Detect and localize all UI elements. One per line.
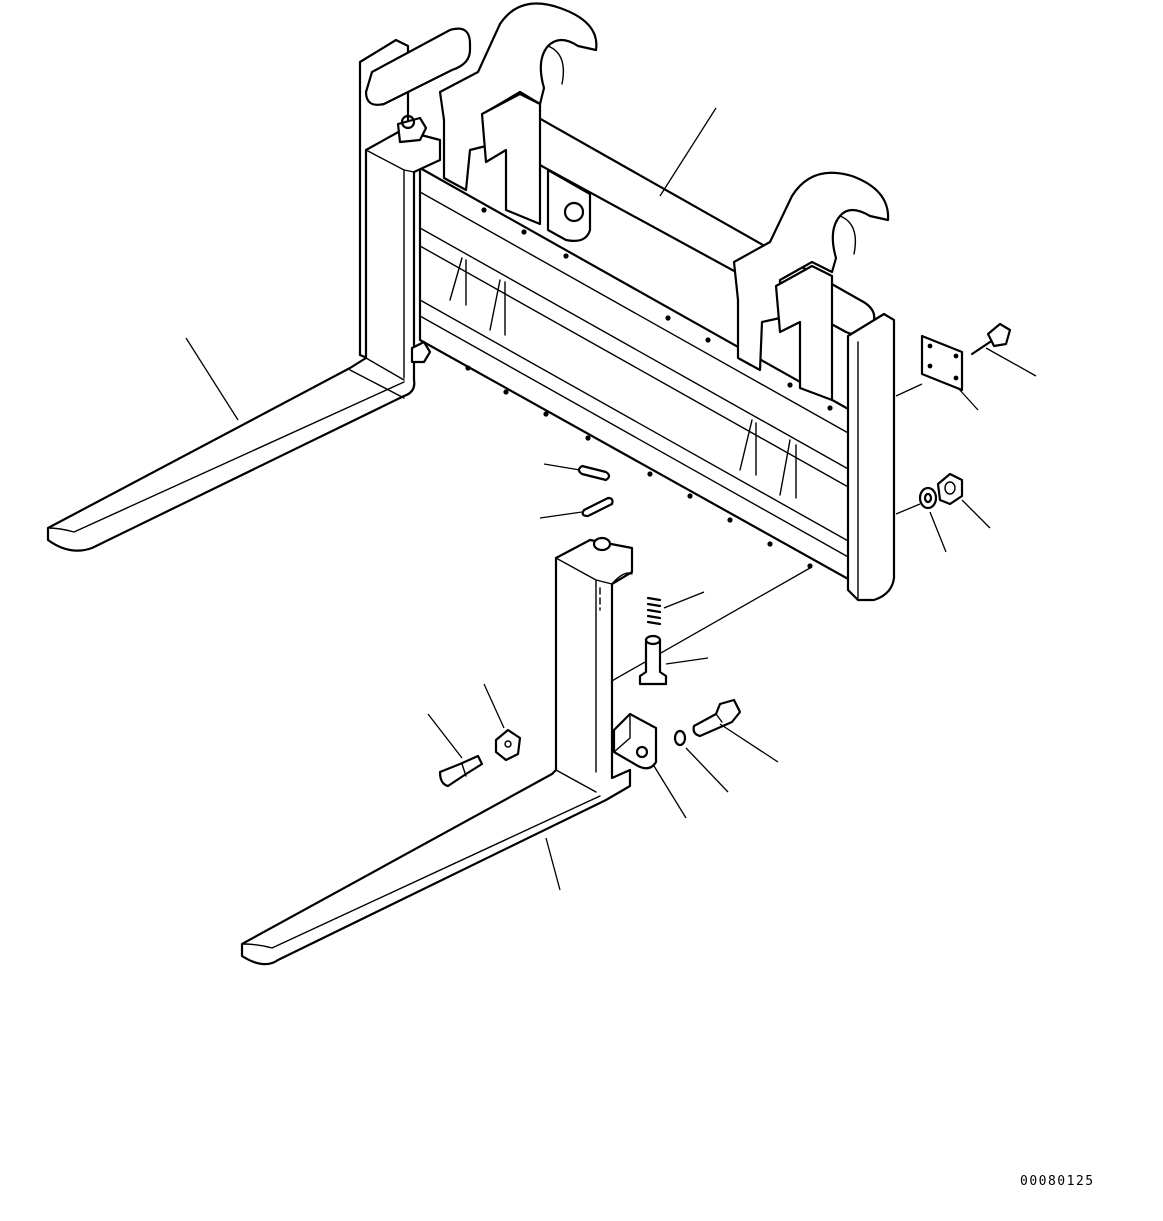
washer-lower bbox=[673, 729, 687, 747]
lock-pin bbox=[638, 634, 668, 686]
bolt-left bbox=[438, 754, 484, 788]
nut-right bbox=[936, 472, 964, 506]
frame-bolt-holes bbox=[465, 207, 833, 569]
roll-pin-upper bbox=[577, 464, 611, 482]
washer-right bbox=[918, 486, 938, 510]
spring bbox=[646, 596, 662, 626]
mounting-plate bbox=[920, 334, 964, 392]
square-nut bbox=[494, 728, 522, 762]
roll-pin-lower bbox=[581, 496, 614, 518]
drawing-code: 00080125 bbox=[1020, 1174, 1095, 1189]
fork-carriage-frame bbox=[358, 2, 923, 683]
fork-lower bbox=[240, 536, 634, 966]
bolt-right bbox=[692, 698, 742, 738]
callout-leaders bbox=[185, 107, 1037, 891]
retainer-block bbox=[612, 712, 658, 770]
loose-parts bbox=[438, 322, 1012, 788]
fork-upper bbox=[46, 114, 442, 552]
screw-upper-right bbox=[970, 322, 1012, 356]
